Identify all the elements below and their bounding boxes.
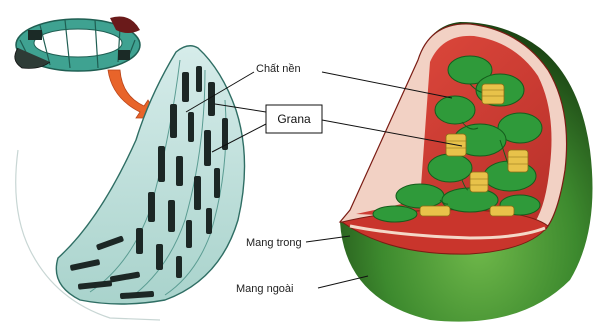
sketch-illustration: [15, 17, 245, 321]
label-mang-ngoai: Mang ngoài: [236, 283, 294, 295]
mang-ngoai-leader: [318, 276, 368, 288]
chloroplast-cutaway: [340, 22, 593, 322]
label-grana: Grana: [277, 112, 311, 126]
label-chat-nen: Chất nền: [256, 63, 301, 75]
label-mang-trong: Mang trong: [246, 237, 302, 249]
chloroplast-ring: [15, 17, 140, 72]
sliced-chloroplast: [56, 46, 244, 304]
